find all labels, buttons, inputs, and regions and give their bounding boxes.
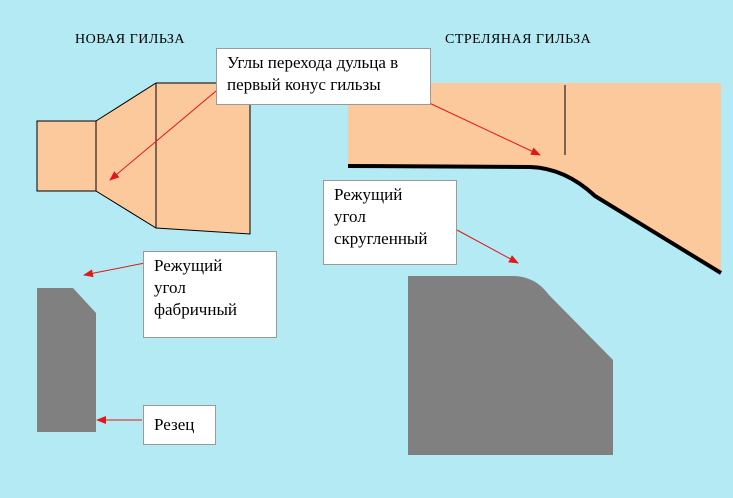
factory-angle-label-line-2: угол [154, 278, 186, 297]
new-case-shoulder [95, 82, 251, 235]
new-case-shape [36, 82, 251, 235]
factory-angle-label-line-1: Режущий [154, 256, 223, 275]
rounded-angle-label-line-2: угол [334, 207, 366, 226]
fired-case-title: СТРЕЛЯНАЯ ГИЛЬЗА [445, 32, 592, 47]
cutter-label-text: Резец [154, 415, 195, 434]
factory-angle-label: Режущий угол фабричный [143, 251, 277, 338]
rounded-angle-label: Режущий угол скругленный [323, 180, 457, 265]
factory-angle-label-line-3: фабричный [154, 300, 237, 319]
rounded-angle-label-line-1: Режущий [334, 185, 403, 204]
neck-angles-label-line-2: первый конус гильзы [227, 75, 381, 94]
rounded-angle-label-line-3: скругленный [334, 229, 428, 248]
neck-angles-label: Углы перехода дульца в первый конус гиль… [216, 48, 431, 105]
cutter-label: Резец [143, 405, 216, 445]
rounded-cutter [408, 276, 613, 455]
fired-case-outline [347, 164, 723, 275]
factory-cutter [37, 288, 96, 432]
new-case-neck [36, 120, 97, 192]
arrow-rounded-angle [456, 229, 519, 264]
fired-case-shape [347, 83, 723, 275]
neck-angles-label-line-1: Углы перехода дульца в [227, 53, 399, 72]
arrows [83, 85, 541, 424]
arrow-new-case-shoulder [109, 85, 223, 181]
new-case-title: НОВАЯ ГИЛЬЗА [75, 32, 185, 47]
arrow-fired-case-shoulder [424, 100, 541, 156]
arrow-factory-angle [83, 262, 146, 278]
fired-case-body [348, 83, 721, 273]
